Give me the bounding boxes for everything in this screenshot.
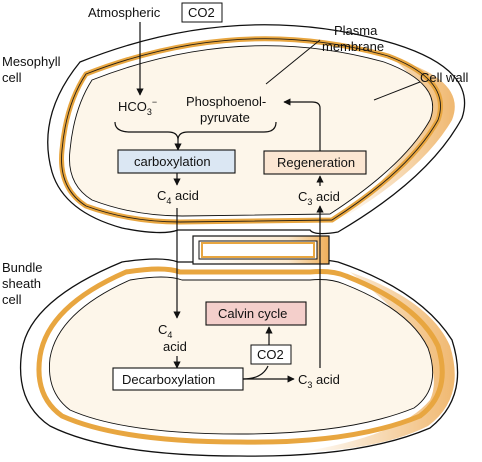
bundle-label-line2: sheath bbox=[2, 276, 41, 291]
bundle-sheath-cell bbox=[19, 258, 459, 457]
pep-label-line2: pyruvate bbox=[200, 110, 250, 125]
c3-acid-upper-label: C3 acid bbox=[298, 189, 340, 207]
co2-lower-label: CO2 bbox=[257, 347, 284, 362]
co2-top-label: CO2 bbox=[188, 5, 215, 20]
regeneration-label: Regeneration bbox=[277, 155, 355, 170]
bundle-label-line3: cell bbox=[2, 292, 22, 307]
plasma-label-line1: Plasma bbox=[334, 23, 378, 38]
regeneration-to-pep-arrow bbox=[283, 98, 321, 151]
pep-label-line1: Phosphoenol- bbox=[186, 94, 266, 109]
plasma-membrane-pointer bbox=[265, 39, 321, 85]
bundle-sheath-cytoplasm bbox=[48, 276, 434, 435]
mesophyll-label-line2: cell bbox=[2, 70, 22, 85]
c4-acid-lower-word: acid bbox=[163, 339, 187, 354]
cell-wall-pointer bbox=[373, 81, 421, 101]
plasmodesma-channel bbox=[192, 235, 330, 265]
mesophyll-label-line1: Mesophyll bbox=[2, 54, 61, 69]
bundle-label-line1: Bundle bbox=[2, 260, 42, 275]
calvin-cycle-box bbox=[205, 301, 307, 326]
bundle-sheath-plasma-membrane bbox=[36, 266, 445, 445]
regeneration-box bbox=[263, 150, 367, 175]
co2-top-box bbox=[181, 2, 223, 23]
co2-lower-box bbox=[250, 344, 292, 365]
cell-wall-label: Cell wall bbox=[420, 70, 469, 85]
decarboxylation-label: Decarboxylation bbox=[122, 372, 215, 387]
mesophyll-cell bbox=[47, 24, 466, 235]
hco3-label: HCO3− bbox=[118, 97, 157, 117]
c3-acid-lower-label: C3 acid bbox=[298, 372, 340, 390]
c4-acid-lower-label: C4 bbox=[158, 322, 172, 340]
plasma-label-line2: membrane bbox=[322, 39, 384, 54]
carboxylation-label: carboxylation bbox=[134, 154, 211, 169]
calvin-cycle-label: Calvin cycle bbox=[218, 306, 287, 321]
c4-acid-upper-label: C4 acid bbox=[157, 188, 199, 206]
atmospheric-label: Atmospheric bbox=[88, 5, 161, 20]
